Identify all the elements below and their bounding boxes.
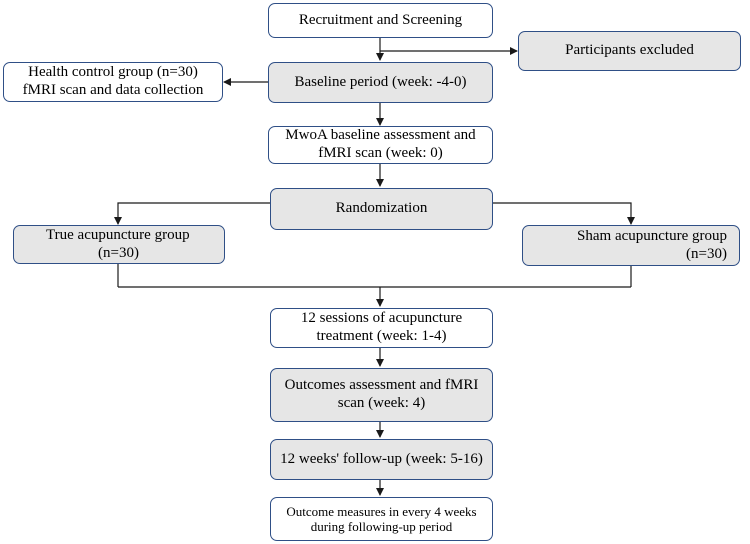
excluded-box: Participants excluded: [518, 31, 741, 71]
true-group-box: True acupuncture group (n=30): [13, 225, 225, 264]
mwoa-box: MwoA baseline assessment and fMRI scan (…: [268, 126, 493, 164]
excluded-line-1: Participants excluded: [565, 42, 694, 59]
true-group-line-2: (n=30): [98, 244, 139, 261]
randomization-line-1: Randomization: [335, 200, 428, 217]
sham-group-line-1: Sham acupuncture group: [577, 227, 727, 244]
recruitment-box: Recruitment and Screening: [268, 3, 493, 38]
health-control-line-1: Health control group (n=30): [28, 64, 198, 81]
measures-box: Outcome measures in every 4 weeks during…: [270, 497, 493, 541]
mwoa-line-1: MwoA baseline assessment and: [285, 127, 476, 144]
outcomes-line-2: scan (week: 4): [337, 395, 426, 411]
measures-line-1: Outcome measures in every 4 weeks: [286, 503, 477, 519]
recruitment-line-1: Recruitment and Screening: [298, 11, 463, 28]
sessions-box: 12 sessions of acupuncture treatment (we…: [270, 308, 493, 348]
outcomes-box: Outcomes assessment and fMRI scan (week:…: [270, 368, 493, 422]
followup-line-1: 12 weeks' follow-up (week: 5-16): [280, 450, 483, 467]
randomization-box: Randomization: [270, 188, 493, 230]
sham-group-box: Sham acupuncture group (n=30): [522, 225, 740, 266]
outcomes-line-1: Outcomes assessment and fMRI: [284, 377, 479, 394]
mwoa-line-2: fMRI scan (week: 0): [318, 145, 443, 161]
measures-line-2: during following-up period: [310, 519, 453, 534]
true-group-line-1: True acupuncture group: [46, 226, 190, 243]
sessions-line-2: treatment (week: 1-4): [316, 328, 447, 344]
health-control-line-2: fMRI scan and data collection: [22, 82, 204, 98]
sham-group-line-2: (n=30): [686, 245, 727, 262]
sessions-line-1: 12 sessions of acupuncture: [300, 310, 463, 327]
followup-box: 12 weeks' follow-up (week: 5-16): [270, 439, 493, 480]
arrow-randomization-to-sham-group: [493, 202, 635, 225]
arrow-randomization-to-true-group: [114, 202, 270, 225]
health-control-box: Health control group (n=30) fMRI scan an…: [3, 62, 223, 102]
baseline-line-1: Baseline period (week: -4-0): [294, 73, 467, 90]
baseline-box: Baseline period (week: -4-0): [268, 62, 493, 103]
